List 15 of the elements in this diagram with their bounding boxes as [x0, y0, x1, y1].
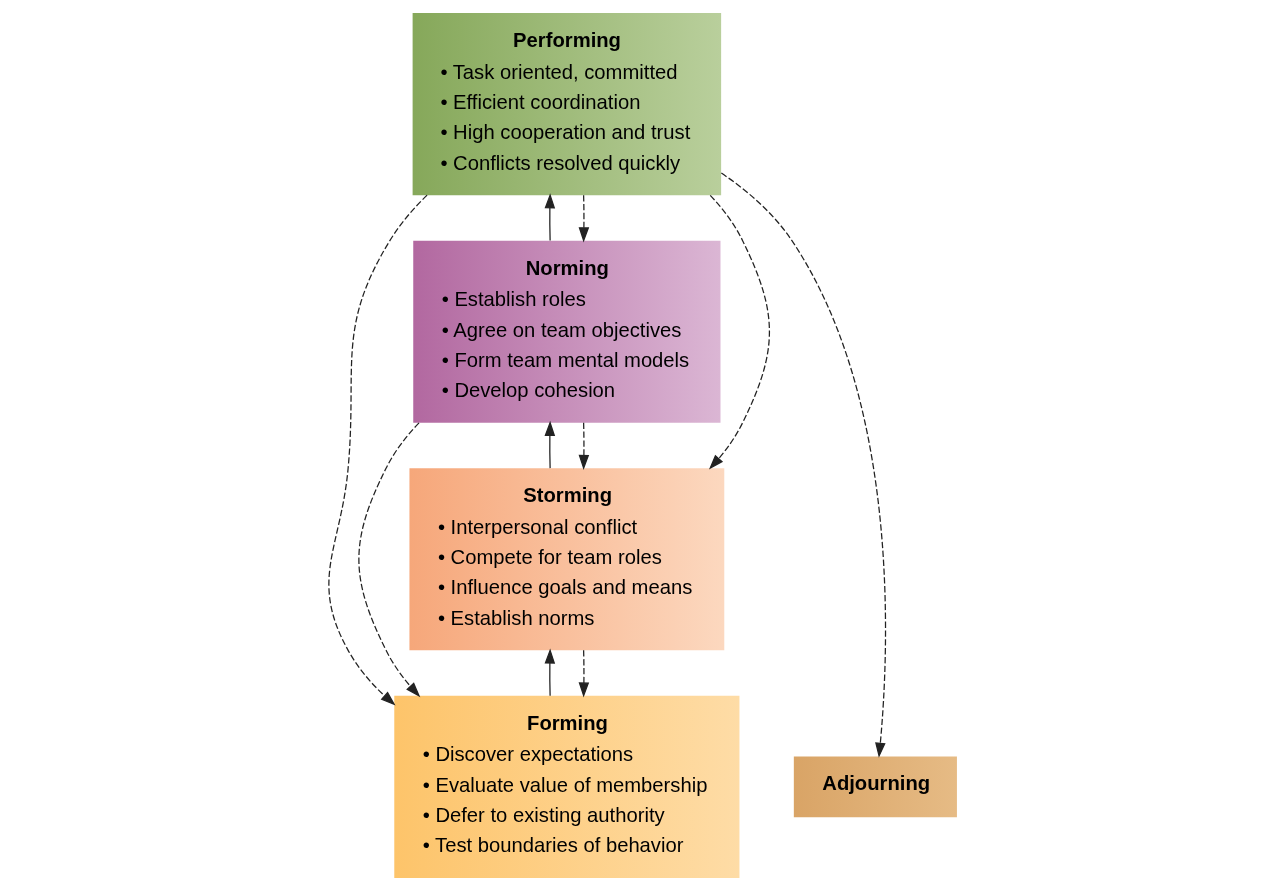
node-box: Norming • Establish roles • Agree on team objectives • Form team mental models • Develop cohesion	[413, 240, 721, 423]
arrow	[328, 194, 428, 706]
arrow	[708, 194, 771, 470]
arrow	[544, 420, 556, 469]
arrow	[544, 193, 556, 242]
arrow	[544, 648, 556, 697]
arrow	[578, 194, 590, 243]
node-box: Storming • Interpersonal conflict • Compete for team roles • Influence goals and means • Establish norms	[409, 468, 725, 651]
node-box: Performing • Task oriented, committed • Efficient coordination • High cooperation and trust • Conflicts resolved quickly	[412, 13, 722, 196]
arrow	[578, 422, 590, 470]
arrow	[720, 172, 887, 758]
arrow	[358, 422, 421, 698]
node-box: Forming • Discover expectations • Evaluate value of membership • Defer to existing authority • Test boundaries of behavior	[394, 695, 740, 878]
arrow	[578, 649, 590, 698]
node-box: Adjourning	[793, 756, 957, 818]
